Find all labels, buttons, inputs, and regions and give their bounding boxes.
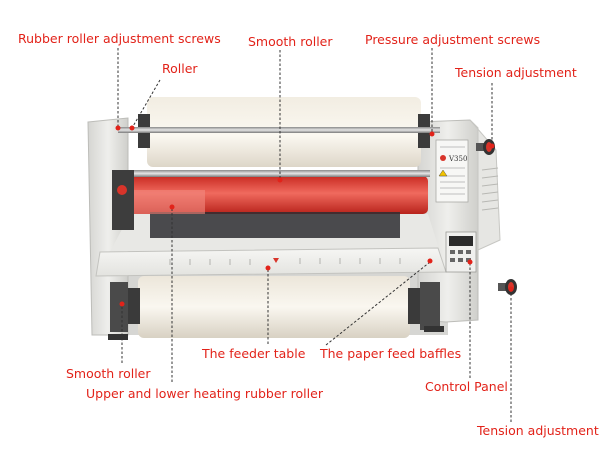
label-control-panel: Control Panel xyxy=(425,379,508,394)
dot-feeder-table xyxy=(265,265,271,271)
leader-roller xyxy=(131,79,161,129)
label-feeder-table: The feeder table xyxy=(202,346,306,361)
center-marker xyxy=(273,258,279,263)
left-mechanism xyxy=(112,170,134,230)
chrome-bar xyxy=(118,170,430,177)
dark-feed-slot xyxy=(150,212,400,238)
dot-roller xyxy=(129,125,135,131)
laminator-machine: V350 xyxy=(87,97,517,340)
label-roller: Roller xyxy=(162,61,198,76)
foot-left xyxy=(108,334,128,340)
warning-triangle xyxy=(438,169,448,177)
tension-knob-bottom xyxy=(498,279,517,295)
dot-tension-bottom xyxy=(508,286,514,292)
dot-heating-roller xyxy=(169,204,175,210)
control-display xyxy=(449,236,473,246)
bottom-right-bracket xyxy=(420,282,440,330)
label-pressure-adjustment-screws: Pressure adjustment screws xyxy=(365,32,541,47)
label-tension-adjustment-bottom: Tension adjustment xyxy=(477,423,599,438)
label-tension-adjustment-top: Tension adjustment xyxy=(455,65,577,80)
ruler-ticks xyxy=(169,258,401,265)
label-plate xyxy=(435,139,469,203)
dot-smooth-roller-top xyxy=(277,177,283,183)
vent-grille xyxy=(481,167,499,211)
dot-tension-top xyxy=(489,143,495,149)
dot-control-panel xyxy=(467,259,473,265)
dot-pressure-screws xyxy=(429,131,435,137)
feeder-table xyxy=(95,247,447,277)
label-paper-feed-baffles: The paper feed baffles xyxy=(320,346,462,361)
dot-smooth-roller-bottom xyxy=(119,301,125,307)
label-upper-lower-heating-rubber-roller: Upper and lower heating rubber roller xyxy=(86,386,323,401)
label-rubber-roller-adjustment-screws: Rubber roller adjustment screws xyxy=(18,31,221,46)
foot-right xyxy=(424,326,444,332)
red-film-strip xyxy=(125,190,205,214)
brand-logo xyxy=(440,155,446,161)
dot-paper-baffles xyxy=(427,258,433,264)
model-number: V350 xyxy=(448,155,467,163)
label-smooth-roller-bottom: Smooth roller xyxy=(66,366,151,381)
bottom-left-bracket xyxy=(110,282,128,332)
left-gear xyxy=(117,185,127,195)
anchor-dots xyxy=(115,125,514,307)
bottom-film-roll xyxy=(138,276,410,338)
top-roll-shaft xyxy=(118,127,440,133)
label-smooth-roller-top: Smooth roller xyxy=(248,34,333,49)
dot-rubber-roller-screws xyxy=(115,125,121,131)
leader-lines xyxy=(117,48,512,422)
